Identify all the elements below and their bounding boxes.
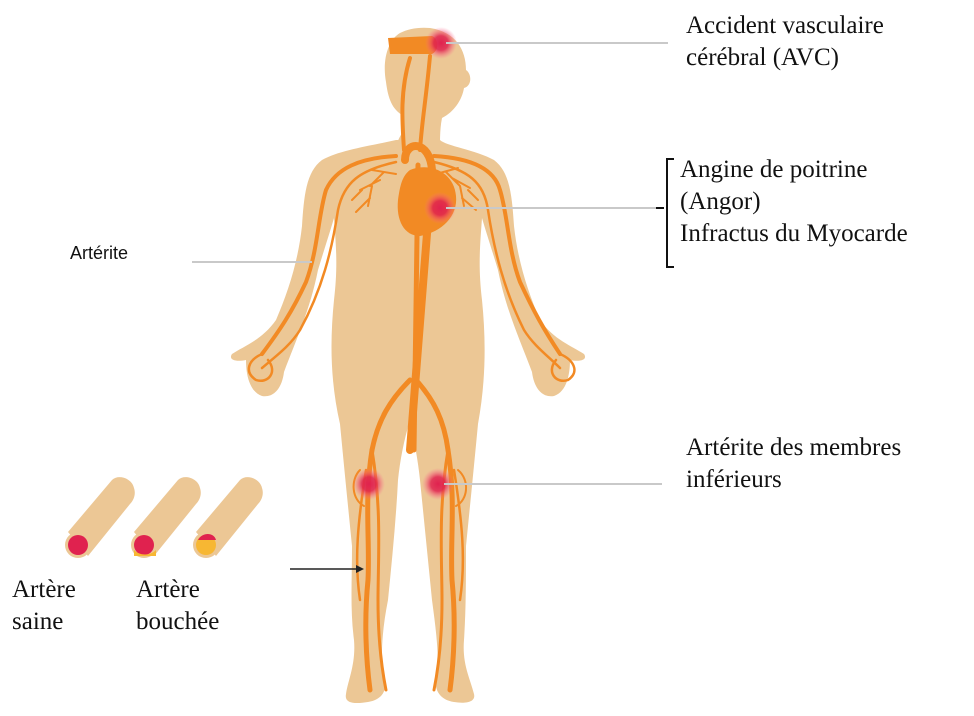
label-saine-line1: Artère (12, 574, 76, 606)
angine-bracket-tick (656, 207, 664, 209)
label-artere-saine: Artère saine (12, 574, 76, 638)
artery-tube-healthy (65, 477, 135, 558)
label-bouchee-line1: Artère (136, 574, 219, 606)
angine-bracket (666, 158, 674, 268)
leader-avc (446, 42, 668, 44)
label-membres-line1: Artérite des membres (686, 432, 901, 464)
label-angine: Angine de poitrine (Angor) Infractus du … (680, 154, 908, 250)
label-bouchee-line2: bouchée (136, 606, 219, 638)
label-membres: Artérite des membres inférieurs (686, 432, 901, 496)
leader-arterite (192, 261, 312, 263)
label-angine-line2: (Angor) (680, 186, 908, 218)
leader-angine (446, 207, 656, 209)
label-avc-line2: cérébral (AVC) (686, 42, 884, 74)
label-angine-line1: Angine de poitrine (680, 154, 908, 186)
body-silhouette (231, 28, 585, 703)
label-artere-bouchee: Artère bouchée (136, 574, 219, 638)
artery-tube-blocked (193, 477, 263, 558)
label-angine-line3: Infractus du Myocarde (680, 218, 908, 250)
leader-membres (444, 483, 662, 485)
label-avc-line1: Accident vasculaire (686, 10, 884, 42)
lesion-left-knee (353, 468, 385, 500)
artery-tube-partial (131, 477, 201, 558)
label-saine-line2: saine (12, 606, 76, 638)
label-avc: Accident vasculaire cérébral (AVC) (686, 10, 884, 74)
label-arterite: Artérite (70, 242, 128, 264)
label-membres-line2: inférieurs (686, 464, 901, 496)
